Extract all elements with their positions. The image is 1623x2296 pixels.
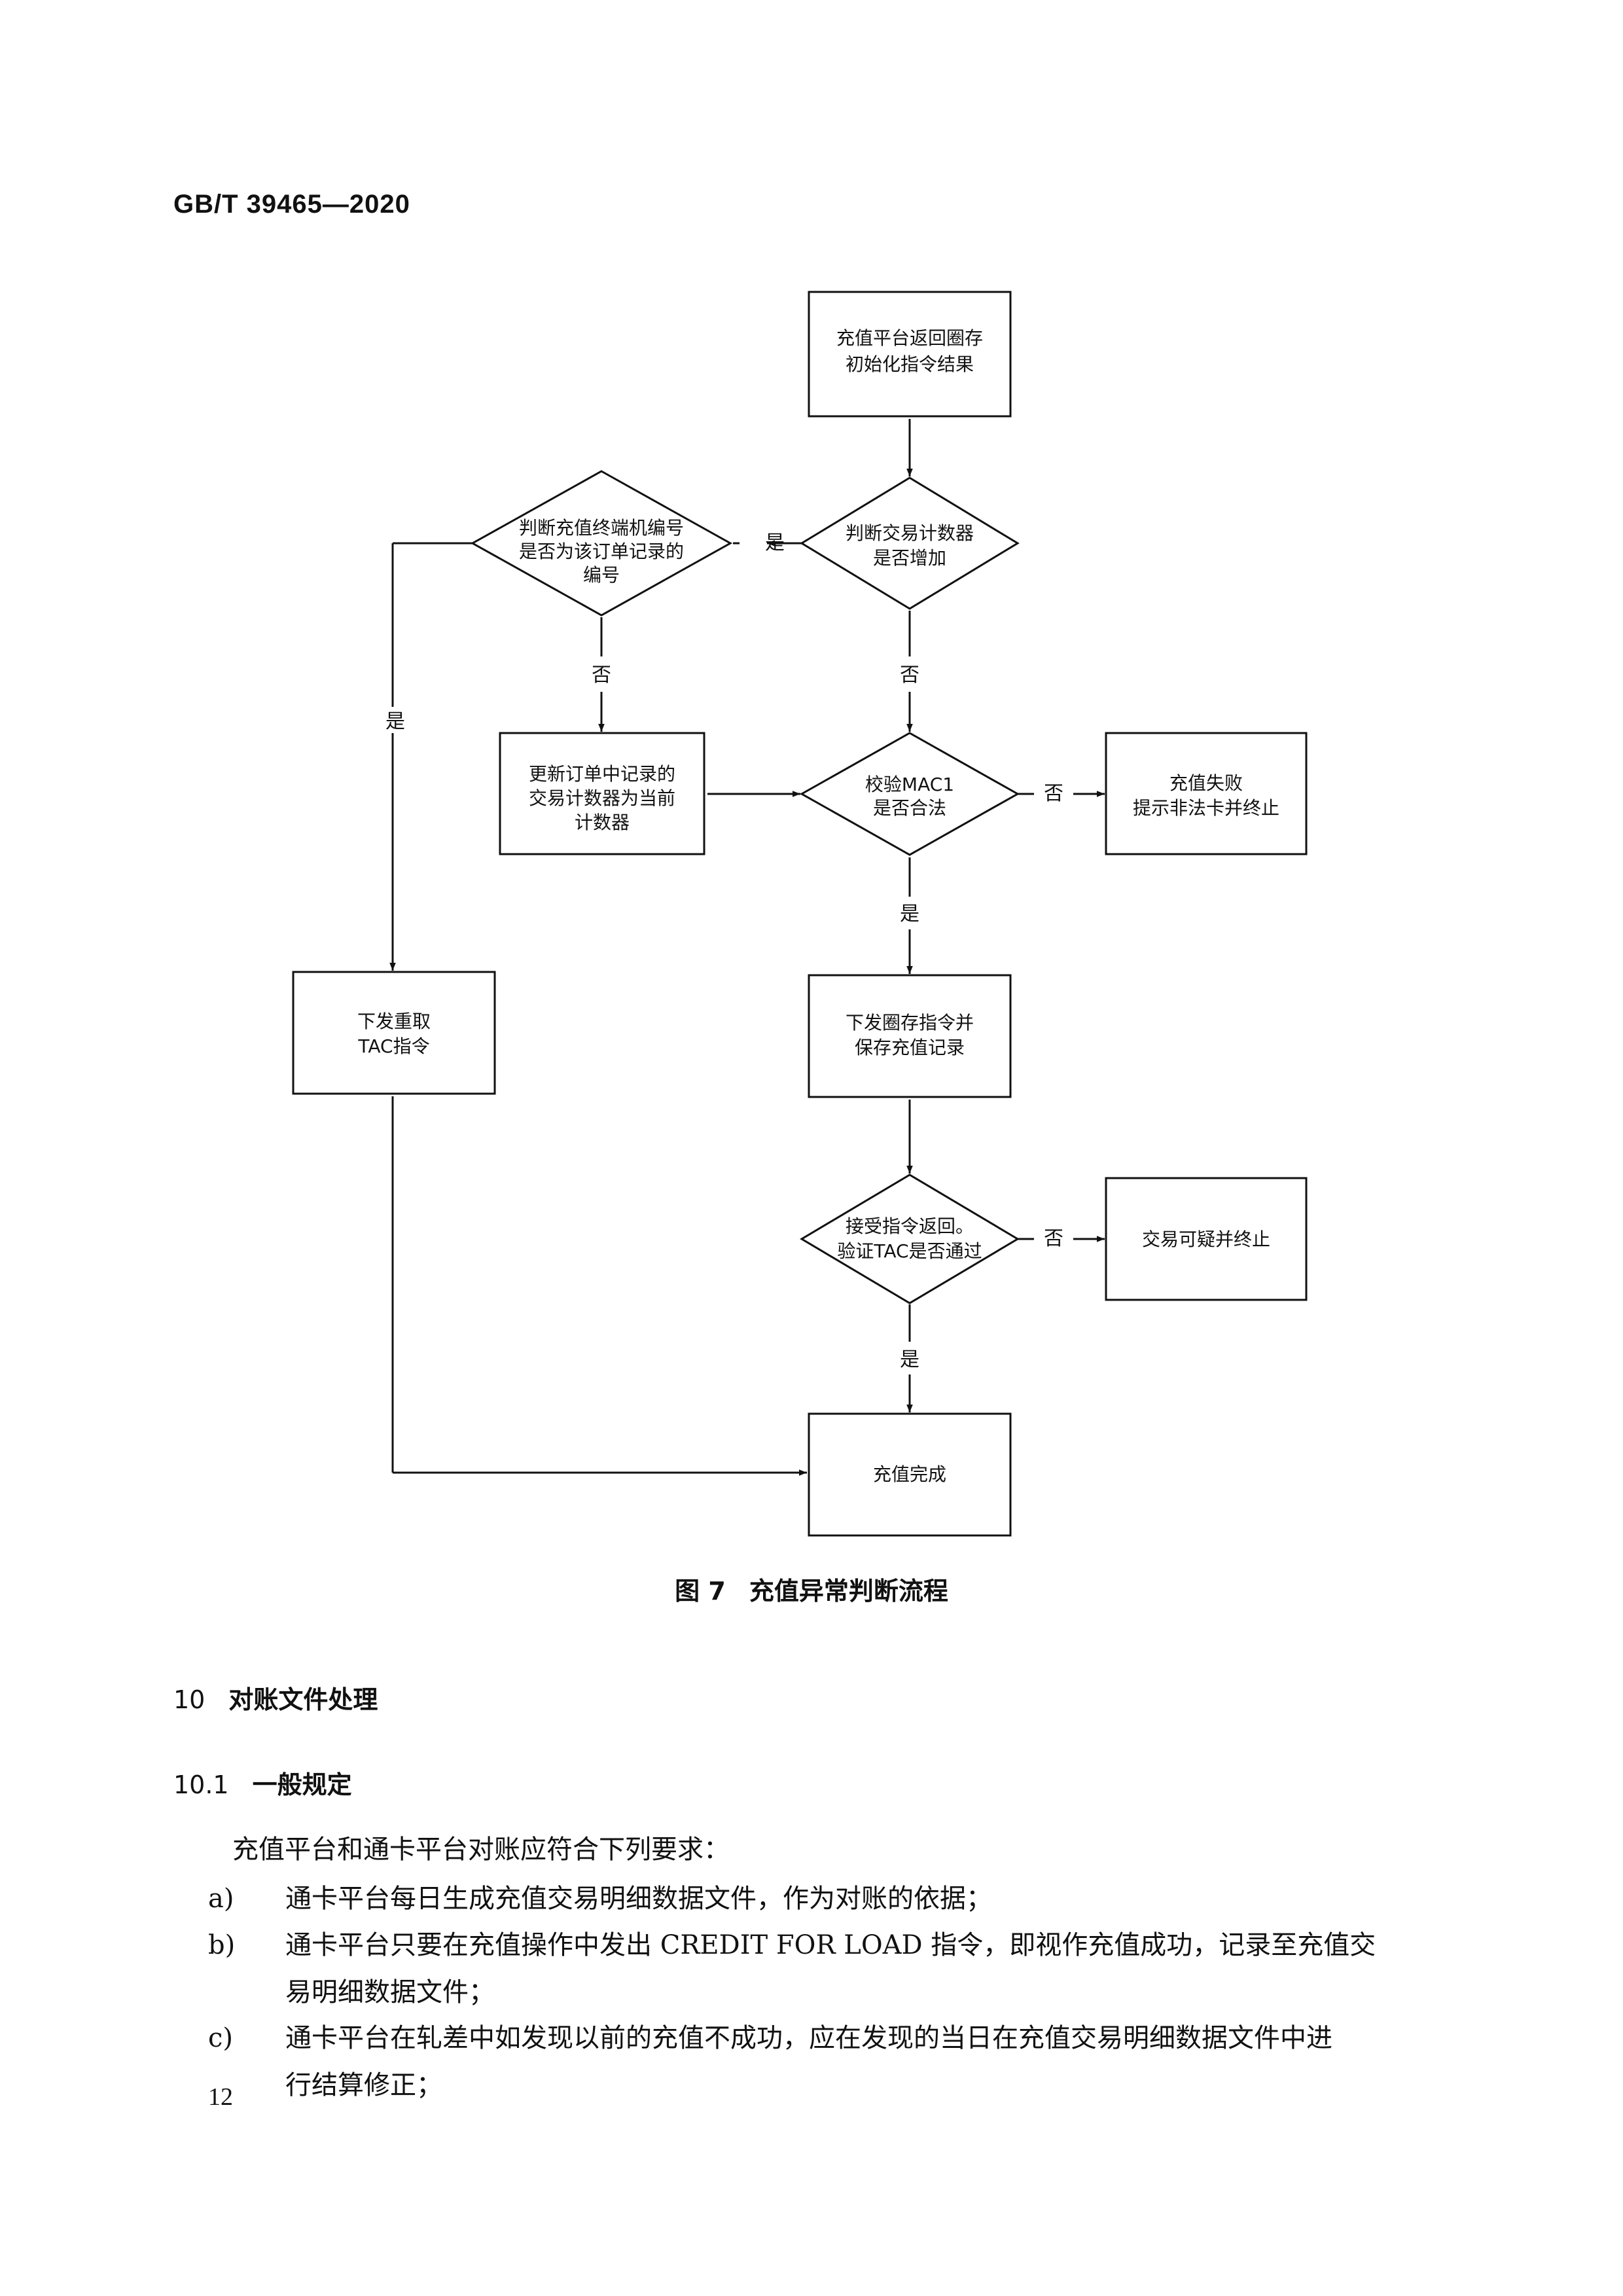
standard-code: GB/T 39465—2020	[173, 190, 410, 219]
node-send-load	[808, 974, 1012, 1098]
edge-label-no: 否	[592, 664, 611, 687]
page-number: 12	[208, 2083, 233, 2111]
figure-caption-title: 充值异常判断流程	[749, 1577, 948, 1605]
node-update-order-line-1: 更新订单中记录的	[529, 763, 675, 785]
list-item-line: 通卡平台只要在充值操作中发出 CREDIT FOR LOAD 指令，即视作充值成…	[285, 1930, 1376, 1960]
node-verify-mac-line-2: 是否合法	[873, 797, 946, 819]
node-update-order-line-2: 交易计数器为当前	[529, 787, 675, 809]
node-update-order	[499, 732, 705, 855]
subsection-heading: 10.1 一般规定	[173, 1765, 352, 1801]
node-check-counter-line-1: 判断交易计数器	[846, 522, 974, 544]
node-verify-mac-line-1: 校验MAC1	[865, 774, 954, 795]
node-update-order-line-3: 计数器	[575, 812, 630, 833]
node-fail-line-2: 提示非法卡并终止	[1133, 797, 1279, 819]
edge-label-no: 否	[1044, 782, 1063, 805]
section-number: 10	[173, 1685, 205, 1714]
node-send-load-line-1: 下发圈存指令并	[846, 1012, 974, 1033]
node-receive-verify-line-2: 验证TAC是否通过	[837, 1240, 982, 1262]
edge-label-yes: 是	[385, 710, 405, 733]
node-receive-verify-line-1: 接受指令返回。	[846, 1215, 974, 1237]
node-start-line-1: 充值平台返回圈存	[836, 327, 983, 349]
list-item: c) 通卡平台在轧差中如发现以前的充值不成功，应在发现的当日在充值交易明细数据文…	[208, 2015, 1432, 2109]
list-item: b) 通卡平台只要在充值操作中发出 CREDIT FOR LOAD 指令，即视作…	[208, 1922, 1432, 2016]
edge-label-no: 否	[900, 664, 919, 687]
node-fail	[1105, 732, 1308, 855]
node-suspicious-label: 交易可疑并终止	[1142, 1229, 1270, 1250]
list-item: a) 通卡平台每日生成充值交易明细数据文件，作为对账的依据；	[208, 1875, 1432, 1922]
section-title: 对账文件处理	[228, 1685, 378, 1714]
node-suspicious	[1105, 1177, 1308, 1301]
node-check-terminal-line-2: 是否为该订单记录的	[519, 541, 684, 562]
node-check-terminal-line-3: 编号	[583, 564, 620, 586]
list-item-line: 通卡平台在轧差中如发现以前的充值不成功，应在发现的当日在充值交易明细数据文件中进	[285, 2023, 1332, 2053]
list-item-mark: b)	[208, 1930, 236, 1960]
list-item-line: 行结算修正；	[285, 2070, 442, 2100]
node-start	[808, 291, 1012, 418]
subsection-number: 10.1	[173, 1770, 229, 1799]
edge-label-yes: 是	[900, 1348, 919, 1371]
node-resend-tac	[292, 971, 496, 1095]
figure-caption: 图 7 充值异常判断流程	[0, 1571, 1623, 1607]
node-send-load-line-2: 保存充值记录	[855, 1037, 965, 1058]
node-complete	[808, 1412, 1012, 1537]
list-item-line: 通卡平台每日生成充值交易明细数据文件，作为对账的依据；	[285, 1884, 992, 1914]
node-check-counter-line-2: 是否增加	[873, 547, 946, 569]
edge-label-yes: 是	[765, 531, 785, 554]
section-heading: 10 对账文件处理	[173, 1679, 378, 1715]
node-receive-verify	[800, 1174, 1020, 1304]
node-check-terminal	[470, 470, 733, 617]
node-check-terminal-line-1: 判断充值终端机编号	[519, 517, 684, 539]
node-check-counter	[800, 476, 1020, 610]
list-item-mark: a)	[208, 1884, 234, 1914]
node-resend-tac-line-2: TAC指令	[357, 1035, 429, 1057]
intro-paragraph: 充值平台和通卡平台对账应符合下列要求：	[232, 1835, 730, 1865]
list-item-mark: c)	[208, 2023, 234, 2053]
subsection-title: 一般规定	[252, 1770, 352, 1799]
edge-label-no: 否	[1044, 1227, 1063, 1250]
node-verify-mac	[799, 732, 1020, 856]
node-fail-line-1: 充值失败	[1169, 772, 1243, 794]
node-complete-label: 充值完成	[873, 1463, 946, 1485]
list-item-line: 易明细数据文件；	[285, 1977, 495, 2007]
edge-label-yes: 是	[900, 903, 919, 925]
flowchart: 充值平台返回圈存 初始化指令结果 判断交易计数器 是否增加 判断充值终端机编号 …	[292, 291, 1308, 1537]
node-start-line-2: 初始化指令结果	[846, 353, 974, 375]
figure-caption-number: 图 7	[675, 1577, 726, 1605]
node-resend-tac-line-1: 下发重取	[357, 1011, 431, 1032]
